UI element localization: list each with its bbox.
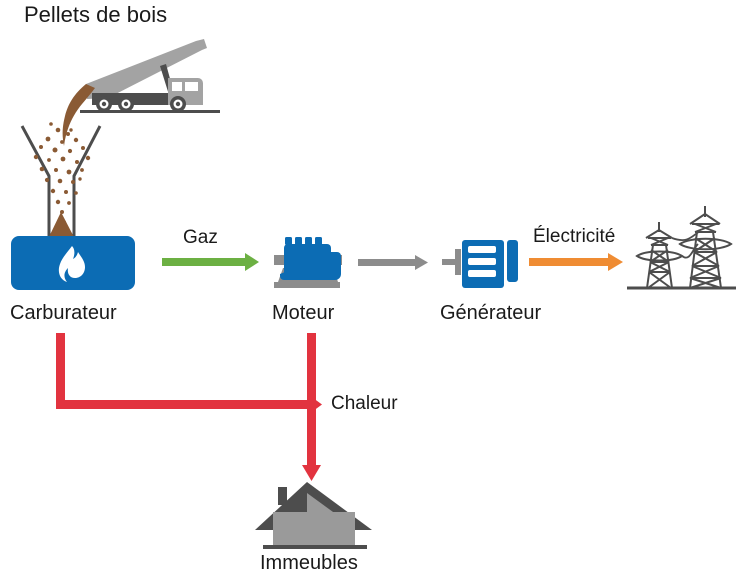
building-icon[interactable]: [255, 482, 372, 549]
arrow-shaft-body: [358, 259, 415, 266]
building-chimney: [278, 487, 287, 505]
engine-icon: [280, 237, 341, 280]
building-gable: [307, 493, 355, 528]
node-generateur[interactable]: [442, 240, 518, 288]
arrow-gaz-shaft: [162, 258, 245, 266]
power-pylon-icon: [627, 206, 736, 290]
arrow-electricite-head: [608, 253, 623, 271]
moteur-base: [274, 282, 340, 288]
generator-vent-3: [468, 270, 496, 277]
arrow-shaft-moteur-generateur: [358, 255, 428, 270]
generator-shaft-plate: [455, 249, 461, 275]
node-label-moteur: Moteur: [272, 302, 335, 324]
truck-cab-window-left: [172, 82, 182, 91]
generator-shaft: [442, 259, 456, 265]
node-label-immeubles: Immeubles: [260, 552, 358, 574]
hopper-wall-left: [20, 125, 51, 242]
node-label-generateur: Générateur: [440, 302, 542, 324]
chaleur-horizontal: [56, 400, 311, 409]
arrow-gaz-head: [245, 253, 259, 271]
flow-label-electricite: Électricité: [533, 226, 616, 247]
flow-label-chaleur: Chaleur: [331, 393, 398, 414]
node-carburateur[interactable]: [11, 236, 135, 290]
truck-wheels: [96, 96, 186, 112]
generator-vent-1: [468, 246, 496, 253]
dump-truck-icon: [62, 39, 220, 146]
truck-bed: [86, 39, 207, 99]
title-pellets-de-bois: Pellets de bois: [24, 2, 168, 27]
arrow-shaft-head: [415, 255, 428, 270]
flow-label-gaz: Gaz: [183, 227, 218, 248]
hopper-funnel: [20, 125, 102, 242]
generator-end-cap: [507, 240, 518, 282]
pylon-right: [678, 206, 733, 289]
chaleur-main-head: [302, 465, 321, 481]
hopper-pellet-pile: [47, 212, 76, 241]
chaleur-main-vertical: [307, 333, 316, 469]
chaleur-left-vertical: [56, 333, 65, 408]
arrow-chaleur: [56, 333, 322, 481]
arrow-electricite: [529, 253, 623, 271]
building-ground-line: [263, 545, 367, 549]
hopper-wall-right: [72, 125, 102, 242]
flame-icon: [58, 246, 85, 282]
generator-vent-2: [468, 258, 496, 265]
truck-pouring-stream: [62, 84, 95, 146]
power-lines: [671, 230, 701, 259]
pylon-left: [635, 222, 684, 289]
generator-icon: [442, 240, 518, 288]
node-moteur[interactable]: [274, 237, 342, 288]
moteur-port-left: [274, 255, 284, 265]
arrow-gaz: [162, 253, 259, 271]
node-label-carburateur: Carburateur: [10, 302, 117, 324]
arrow-electricite-shaft: [529, 258, 608, 266]
truck-cab-window-right: [185, 82, 198, 91]
falling-pellets: [33, 122, 91, 234]
truck-ground-line: [80, 110, 220, 113]
